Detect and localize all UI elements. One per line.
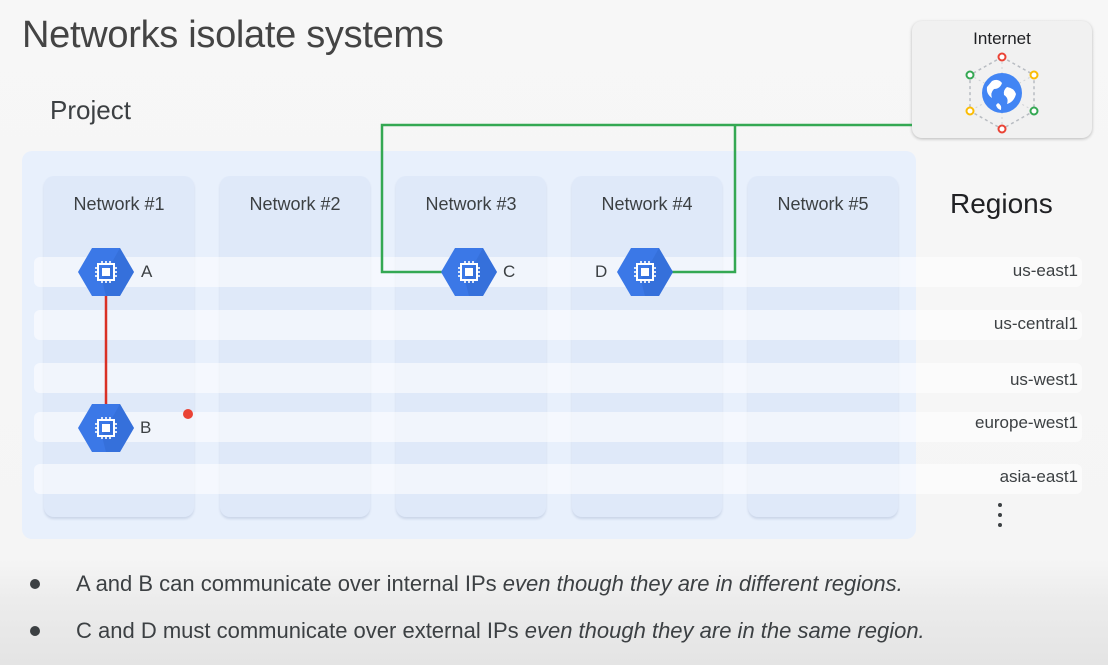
bullet-list: A and B can communicate over internal IP… (30, 565, 925, 659)
network-2-label: Network #2 (249, 194, 341, 214)
vm-b-compute-chip-icon (77, 403, 135, 453)
network-1-column: Network #1 (44, 176, 194, 517)
bullet-text: A and B can communicate over internal IP… (76, 571, 503, 596)
bullet-emphasis: even though they are in the same region. (524, 618, 925, 643)
network-2-column: Network #2 (220, 176, 370, 517)
internet-node: Internet (912, 21, 1092, 138)
region-band-asia-east1 (34, 464, 1082, 494)
bullet-item: C and D must communicate over external I… (30, 612, 925, 659)
vm-b-label: B (140, 418, 152, 437)
network-5-label: Network #5 (777, 194, 869, 214)
network-4-column: Network #4 (572, 176, 722, 517)
network-3-column: Network #3 (396, 176, 546, 517)
bullet-dot (30, 579, 40, 589)
region-band-us-central1 (34, 310, 1082, 340)
region-band-europe-west1 (34, 412, 1082, 442)
page-title: Networks isolate systems (22, 14, 444, 56)
region-label-us-central1: us-central1 (993, 314, 1078, 333)
region-label-asia-east1: asia-east1 (999, 467, 1078, 486)
more-regions-ellipsis-icon (995, 503, 1005, 533)
vm-a-label: A (141, 262, 153, 281)
project-label: Project (50, 95, 131, 125)
bullet-text: C and D must communicate over external I… (76, 618, 525, 643)
vm-d-label: D (595, 262, 608, 281)
vm-d-compute-chip-icon (616, 247, 674, 297)
internet-label: Internet (973, 29, 1031, 48)
region-label-europe-west1: europe-west1 (974, 413, 1078, 432)
bullet-item: A and B can communicate over internal IP… (30, 565, 925, 612)
network-4-label: Network #4 (601, 194, 693, 214)
regions-title: Regions (950, 188, 1053, 219)
region-band-us-west1 (34, 363, 1082, 393)
vm-a-compute-chip-icon (77, 247, 135, 297)
external-link-c (380, 123, 912, 274)
network-1-label: Network #1 (73, 194, 165, 214)
globe-icon (965, 52, 1039, 134)
vm-c-label: C (503, 262, 516, 281)
region-label-us-east1: us-east1 (1012, 261, 1078, 280)
vm-c-compute-chip-icon (440, 247, 498, 297)
external-link-d (645, 125, 737, 274)
network-3-label: Network #3 (425, 194, 517, 214)
bullet-dot (30, 626, 40, 636)
network-5-column: Network #5 (748, 176, 898, 517)
bullet-emphasis: even though they are in different region… (502, 571, 903, 596)
pointer-dot (183, 409, 193, 419)
region-band-us-east1 (34, 257, 1082, 287)
region-label-us-west1: us-west1 (1009, 370, 1078, 389)
